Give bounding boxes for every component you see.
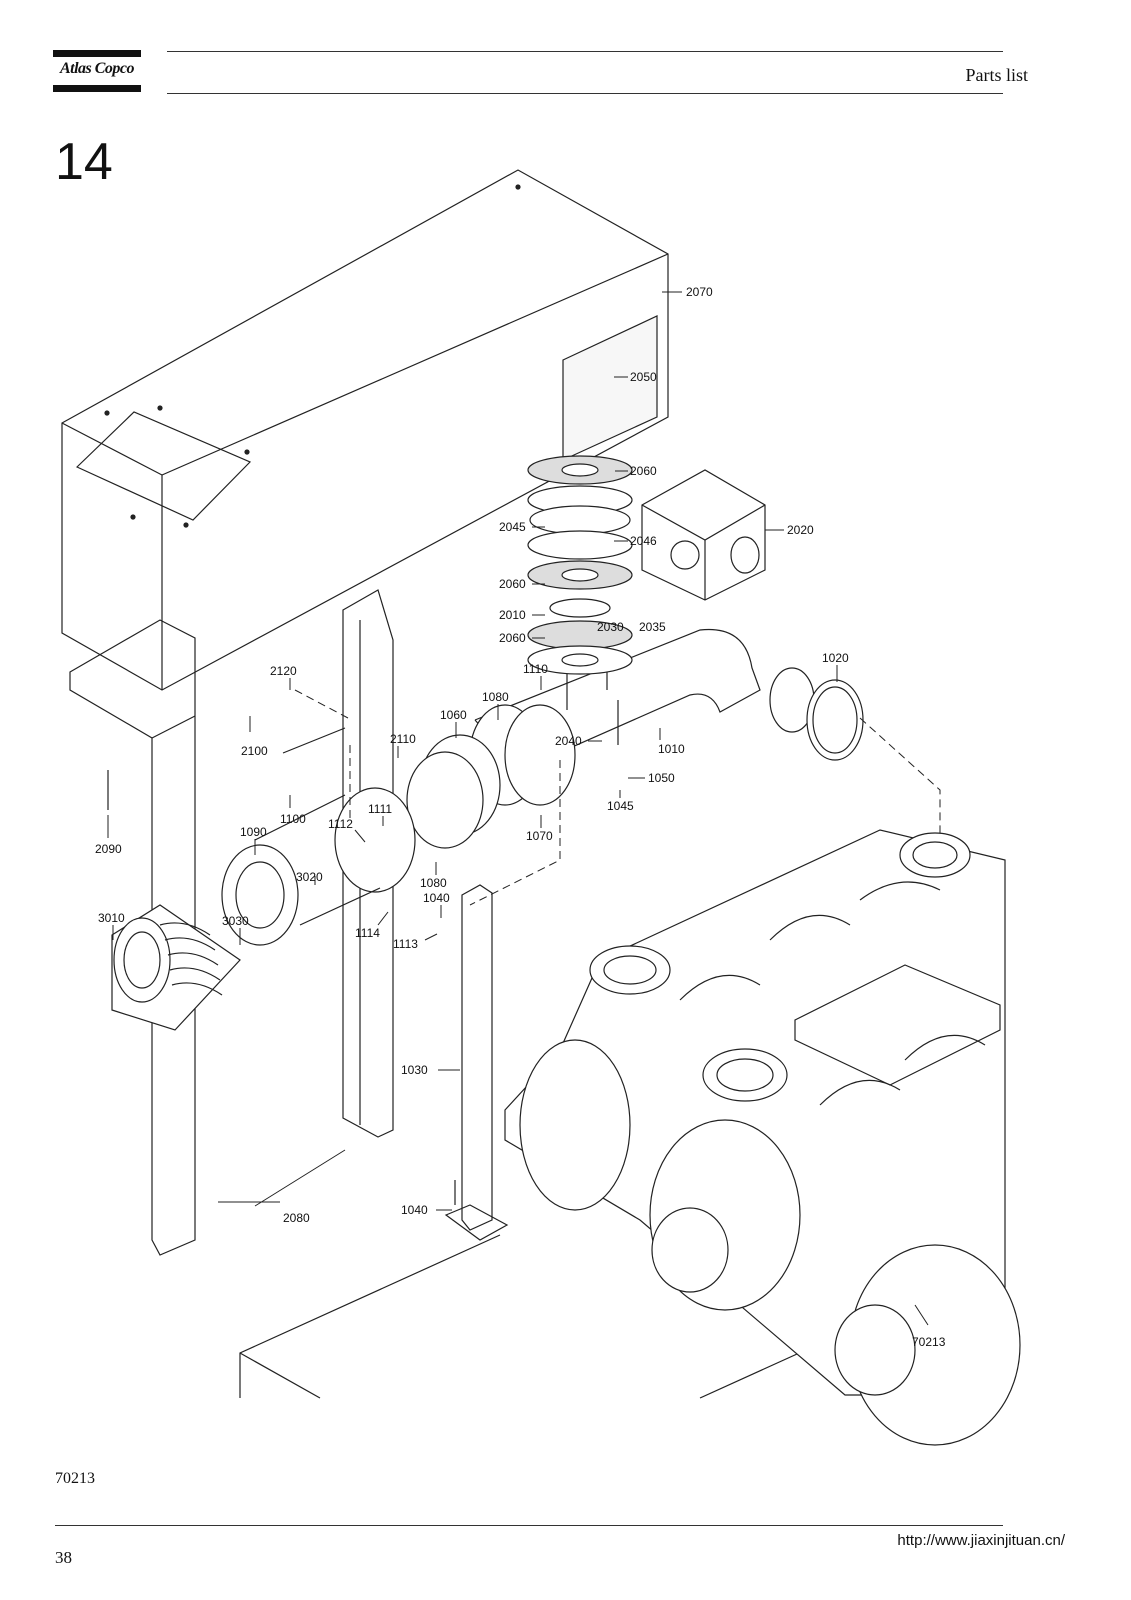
page-number: 38 <box>55 1548 72 1567</box>
callout-1080: 1080 <box>420 876 447 890</box>
callout-1040: 1040 <box>423 891 450 905</box>
header-rule-bottom <box>167 93 1003 94</box>
callout-2045: 2045 <box>499 520 526 534</box>
callout-1020: 1020 <box>822 651 849 665</box>
callout-1112: 1112 <box>328 817 353 831</box>
callout-70213: 70213 <box>912 1335 946 1349</box>
callout-1080: 1080 <box>482 690 509 704</box>
callout-1050: 1050 <box>648 771 675 785</box>
atlas-copco-logo: Atlas Copco <box>53 50 141 92</box>
callout-2010: 2010 <box>499 608 526 622</box>
header-rule-top <box>167 51 1003 52</box>
logo-bar-top <box>53 50 141 57</box>
callout-2070: 2070 <box>686 285 713 299</box>
callout-1070: 1070 <box>526 829 553 843</box>
figure-reference: 70213 <box>55 1470 95 1487</box>
logo-wordmark: Atlas Copco <box>59 60 135 77</box>
callout-1030: 1030 <box>401 1063 428 1077</box>
callout-1111: 1111 <box>368 802 392 816</box>
callout-labels: 2070 2050 2060 2045 2046 2020 2060 2010 … <box>95 285 946 1349</box>
callout-3020: 3020 <box>296 870 323 884</box>
callout-3010: 3010 <box>98 911 125 925</box>
callout-2100: 2100 <box>241 744 268 758</box>
footer-url: http://www.jiaxinjituan.cn/ <box>897 1532 1065 1549</box>
callout-2060: 2060 <box>499 631 526 645</box>
callout-1060: 1060 <box>440 708 467 722</box>
callout-2060: 2060 <box>499 577 526 591</box>
callout-1113: 1113 <box>393 937 418 951</box>
callout-2040: 2040 <box>555 734 582 748</box>
callout-1040: 1040 <box>401 1203 428 1217</box>
callout-2090: 2090 <box>95 842 122 856</box>
callout-2050: 2050 <box>630 370 657 384</box>
drawing-linework <box>61 169 1021 1446</box>
callout-2035: 2035 <box>639 620 666 634</box>
logo-bar-bottom <box>53 85 141 92</box>
callout-2120: 2120 <box>270 664 297 678</box>
page-header-title: Parts list <box>965 65 1028 85</box>
callout-2080: 2080 <box>283 1211 310 1225</box>
section-number: 14 <box>55 133 113 191</box>
leader-lines <box>107 291 929 1326</box>
callout-2060: 2060 <box>630 464 657 478</box>
callout-1045: 1045 <box>607 799 634 813</box>
callout-2030: 2030 <box>597 620 624 634</box>
callout-1090: 1090 <box>240 825 267 839</box>
callout-3030: 3030 <box>222 914 249 928</box>
callout-1010: 1010 <box>658 742 685 756</box>
callout-2046: 2046 <box>630 534 657 548</box>
callout-2110: 2110 <box>390 732 416 746</box>
callout-2020: 2020 <box>787 523 814 537</box>
callout-1100: 1100 <box>280 812 306 826</box>
footer-rule <box>55 1525 1003 1526</box>
callout-1110: 1110 <box>523 662 548 676</box>
callout-1114: 1114 <box>355 926 380 940</box>
